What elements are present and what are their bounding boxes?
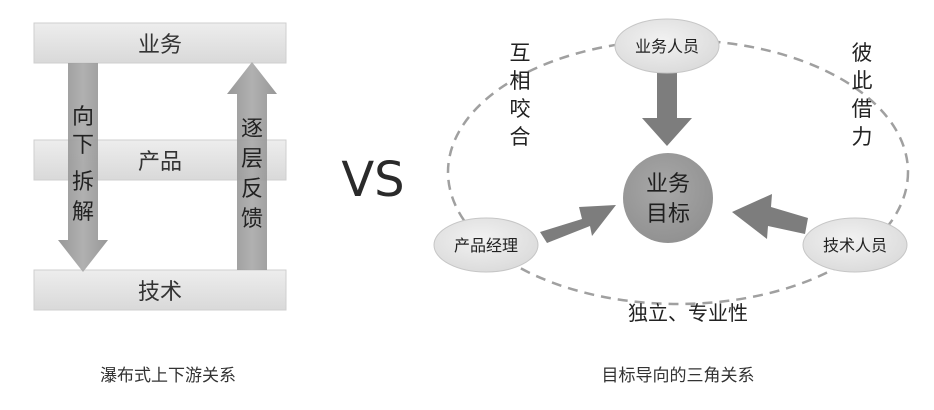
node-product-manager-label: 产品经理 — [454, 236, 518, 255]
left-annotation-char-4: 合 — [510, 125, 531, 149]
layer-label-business: 业务 — [138, 33, 182, 58]
layer-label-tech: 技术 — [138, 280, 182, 305]
triangle-diagram: 业务 目标 业务人员 产品经理 技术人员 互 相 咬 合 彼 此 借 力 独立、… — [433, 18, 910, 386]
node-product-manager — [433, 217, 539, 273]
node-tech-staff-label: 技术人员 — [823, 236, 887, 255]
up-arrow — [227, 62, 277, 270]
down-arrow-char-2: 下 — [72, 133, 94, 158]
node-business-staff-label: 业务人员 — [635, 37, 699, 56]
bottom-annotation: 独立、专业性 — [628, 301, 748, 325]
center-goal — [623, 153, 713, 243]
center-line-2: 目标 — [646, 202, 690, 227]
right-annotation-char-3: 借 — [852, 97, 873, 121]
up-arrow-char-2: 层 — [241, 147, 263, 172]
arrow-top-to-center — [642, 72, 692, 146]
center-line-1: 业务 — [646, 172, 690, 197]
vs-label: VS — [341, 152, 404, 208]
up-arrow-char-1: 逐 — [241, 117, 263, 142]
down-arrow-char-1: 向 — [72, 105, 94, 130]
right-annotation-char-4: 力 — [852, 125, 873, 149]
left-caption: 瀑布式上下游关系 — [100, 366, 236, 386]
left-annotation-char-1: 互 — [510, 41, 531, 65]
left-annotation-char-3: 咬 — [510, 97, 531, 121]
layer-bar-business — [33, 22, 287, 64]
down-arrow-char-4: 解 — [72, 200, 94, 225]
arrow-right-to-center — [732, 194, 808, 239]
waterfall-diagram: 业务 产品 技术 向 下 拆 解 逐 层 反 馈 瀑布式上下游关系 — [33, 22, 287, 386]
node-business-staff — [614, 18, 720, 74]
right-caption: 目标导向的三角关系 — [602, 366, 755, 386]
left-annotation-char-2: 相 — [510, 69, 531, 93]
up-arrow-char-3: 反 — [241, 177, 263, 202]
layer-bar-tech — [33, 269, 287, 311]
arrow-left-to-center — [540, 205, 616, 243]
up-arrow-char-4: 馈 — [241, 207, 263, 232]
down-arrow — [58, 63, 108, 272]
right-annotation-char-1: 彼 — [852, 41, 873, 65]
layer-label-product: 产品 — [138, 150, 182, 175]
node-tech-staff — [802, 217, 908, 273]
down-arrow-char-3: 拆 — [72, 170, 94, 195]
right-annotation-char-2: 此 — [852, 69, 873, 93]
